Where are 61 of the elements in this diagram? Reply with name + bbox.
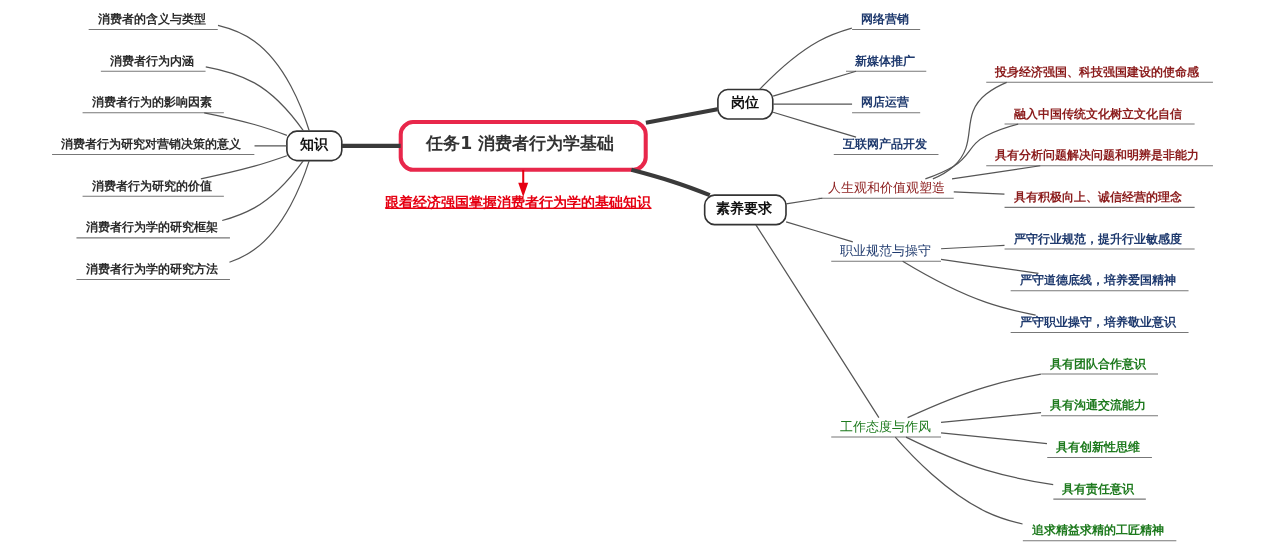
node-text: 消费者行为的影响因素 <box>91 95 212 110</box>
connector <box>203 112 287 136</box>
connector <box>645 107 718 125</box>
node-text: 投身经济强国、科技强国建设的使命感 <box>994 64 1199 79</box>
connector <box>221 160 304 222</box>
node-box: 岗位 <box>716 88 774 120</box>
connector <box>772 70 857 97</box>
connector <box>924 123 1019 180</box>
node-text: 消费者行为学的研究框架 <box>85 220 218 235</box>
connector <box>939 258 1039 275</box>
connector <box>906 373 1041 419</box>
node-text: 严守职业操守，培养敬业意识 <box>1019 314 1176 329</box>
node-box: 素养要求 <box>703 194 787 226</box>
connector <box>904 436 1054 486</box>
connector <box>894 436 1023 525</box>
connector <box>950 165 1041 180</box>
connector <box>785 221 853 243</box>
connector <box>931 81 1007 180</box>
connector <box>939 244 1005 250</box>
connector <box>772 103 853 105</box>
node-text: 职业规范与操守 <box>839 243 931 259</box>
connector <box>754 224 879 419</box>
node-text: 融入中国传统文化树立文化自信 <box>1013 106 1182 121</box>
node-text: 消费者行为内涵 <box>109 53 194 68</box>
connector <box>901 260 1036 316</box>
node-text: 人生观和价值观塑造 <box>827 180 945 196</box>
node-text: 具有责任意识 <box>1061 481 1134 496</box>
connector <box>204 66 304 132</box>
connector <box>228 160 310 263</box>
node-text: 具有团队合作意识 <box>1049 356 1146 371</box>
node-text: 网店运营 <box>860 95 909 110</box>
connector <box>630 167 711 198</box>
connector <box>952 191 1005 195</box>
node-text: 具有积极向上、诚信经营的理念 <box>1013 189 1182 204</box>
connector <box>199 155 287 180</box>
node-text: 严守行业规范，提升行业敏感度 <box>1013 231 1182 246</box>
node-text: 消费者行为学的研究方法 <box>85 262 218 277</box>
connector <box>772 111 857 138</box>
node-text: 工作态度与作风 <box>839 418 931 434</box>
connector <box>216 24 310 132</box>
node-text: 消费者行为研究的价值 <box>91 178 212 193</box>
node-text: 严守道德底线，培养爱国精神 <box>1019 273 1176 288</box>
node-text: 新媒体推广 <box>854 53 915 68</box>
connector <box>939 412 1042 423</box>
connector <box>939 432 1048 445</box>
node-text: 追求精益求精的工匠精神 <box>1031 523 1164 538</box>
node-text: 跟着经济强国掌握消费者行为学的基础知识 <box>384 193 651 210</box>
connector <box>785 197 823 205</box>
node-text: 消费者的含义与类型 <box>97 11 206 26</box>
connector <box>341 143 401 148</box>
node-text: 具有创新性思维 <box>1055 439 1140 454</box>
node-text: 互联网产品开发 <box>842 137 927 152</box>
node-box: 任务1 消费者行为学基础 <box>398 119 648 172</box>
node-text: 网络营销 <box>860 11 909 26</box>
node-text: 具有分析问题解决问题和明辨是非能力 <box>994 148 1199 163</box>
connector <box>253 145 287 147</box>
node-text: 具有沟通交流能力 <box>1049 398 1146 413</box>
connector <box>758 27 852 91</box>
node-text: 消费者行为研究对营销决策的意义 <box>60 137 241 152</box>
node-box: 知识 <box>285 130 343 162</box>
arrow <box>517 169 528 197</box>
